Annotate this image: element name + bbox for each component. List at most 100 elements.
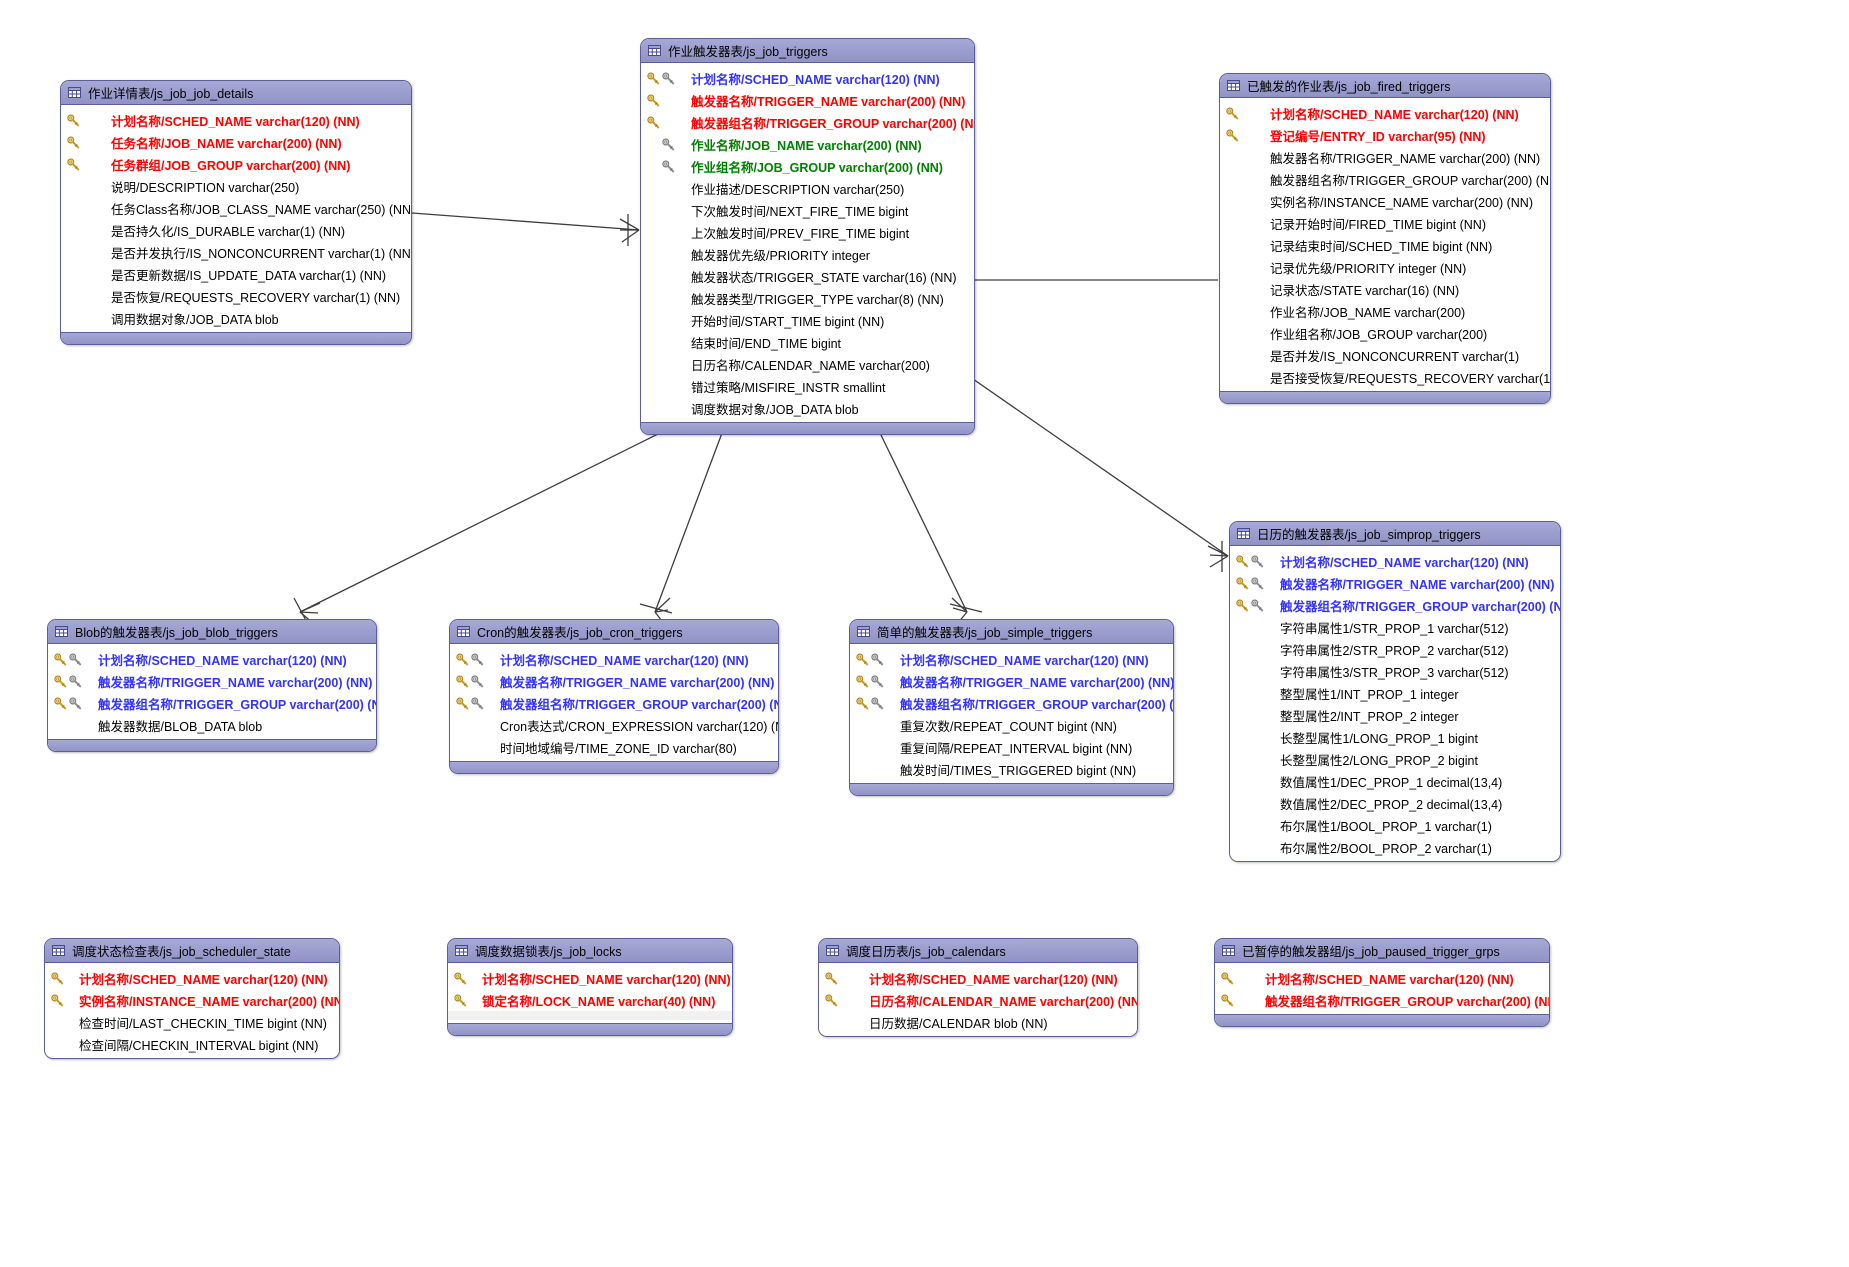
attribute-row[interactable]: 记录结束时间/SCHED_TIME bigint (NN) bbox=[1220, 234, 1550, 256]
attribute-row[interactable]: 计划名称/SCHED_NAME varchar(120) (NN) bbox=[448, 967, 732, 989]
attribute-row[interactable]: 下次触发时间/NEXT_FIRE_TIME bigint bbox=[641, 199, 974, 221]
attribute-row[interactable]: 触发器组名称/TRIGGER_GROUP varchar(200) (NN) bbox=[48, 692, 376, 714]
attribute-row[interactable]: 错过策略/MISFIRE_INSTR smallint bbox=[641, 375, 974, 397]
entity-header-blob_triggers[interactable]: Blob的触发器表/js_job_blob_triggers bbox=[48, 620, 376, 644]
attribute-row[interactable]: 长整型属性1/LONG_PROP_1 bigint bbox=[1230, 726, 1560, 748]
attribute-row[interactable]: 是否并发执行/IS_NONCONCURRENT varchar(1) (NN) bbox=[61, 241, 411, 263]
attribute-row[interactable]: 计划名称/SCHED_NAME varchar(120) (NN) bbox=[850, 648, 1173, 670]
attribute-row[interactable]: 是否接受恢复/REQUESTS_RECOVERY varchar(1) bbox=[1220, 366, 1550, 388]
attribute-row[interactable]: 任务Class名称/JOB_CLASS_NAME varchar(250) (N… bbox=[61, 197, 411, 219]
attribute-row[interactable]: 调用数据对象/JOB_DATA blob bbox=[61, 307, 411, 329]
attribute-row[interactable]: 计划名称/SCHED_NAME varchar(120) (NN) bbox=[450, 648, 778, 670]
entity-header-cron_triggers[interactable]: Cron的触发器表/js_job_cron_triggers bbox=[450, 620, 778, 644]
attribute-row[interactable]: 检查间隔/CHECKIN_INTERVAL bigint (NN) bbox=[45, 1033, 339, 1055]
entity-job_details[interactable]: 作业详情表/js_job_job_details 计划名称/SCHED_NAME … bbox=[60, 80, 412, 345]
attribute-row[interactable]: 长整型属性2/LONG_PROP_2 bigint bbox=[1230, 748, 1560, 770]
attribute-row[interactable]: 字符串属性3/STR_PROP_3 varchar(512) bbox=[1230, 660, 1560, 682]
attribute-row[interactable]: 记录优先级/PRIORITY integer (NN) bbox=[1220, 256, 1550, 278]
attribute-row[interactable]: 计划名称/SCHED_NAME varchar(120) (NN) bbox=[48, 648, 376, 670]
attribute-row[interactable]: 时间地域编号/TIME_ZONE_ID varchar(80) bbox=[450, 736, 778, 758]
attribute-row[interactable]: 数值属性1/DEC_PROP_1 decimal(13,4) bbox=[1230, 770, 1560, 792]
attribute-row[interactable]: 重复间隔/REPEAT_INTERVAL bigint (NN) bbox=[850, 736, 1173, 758]
entity-header-scheduler_state[interactable]: 调度状态检查表/js_job_scheduler_state bbox=[45, 939, 339, 963]
attribute-row[interactable]: 触发器组名称/TRIGGER_GROUP varchar(200) (NN) bbox=[641, 111, 974, 133]
attribute-row[interactable]: 触发器组名称/TRIGGER_GROUP varchar(200) (NN) bbox=[450, 692, 778, 714]
entity-cron_triggers[interactable]: Cron的触发器表/js_job_cron_triggers 计划名称/SCHED… bbox=[449, 619, 779, 774]
entity-calendars[interactable]: 调度日历表/js_job_calendars 计划名称/SCHED_NAME va… bbox=[818, 938, 1138, 1037]
attribute-row[interactable]: 说明/DESCRIPTION varchar(250) bbox=[61, 175, 411, 197]
entity-header-fired_triggers[interactable]: 已触发的作业表/js_job_fired_triggers bbox=[1220, 74, 1550, 98]
entity-header-job_details[interactable]: 作业详情表/js_job_job_details bbox=[61, 81, 411, 105]
entity-simprop_triggers[interactable]: 日历的触发器表/js_job_simprop_triggers 计划名称/SCHE… bbox=[1229, 521, 1561, 862]
attribute-row[interactable]: 作业名称/JOB_NAME varchar(200) (NN) bbox=[641, 133, 974, 155]
attribute-row[interactable]: 登记编号/ENTRY_ID varchar(95) (NN) bbox=[1220, 124, 1550, 146]
attribute-row[interactable]: 上次触发时间/PREV_FIRE_TIME bigint bbox=[641, 221, 974, 243]
attribute-row[interactable]: 触发器名称/TRIGGER_NAME varchar(200) (NN) bbox=[1220, 146, 1550, 168]
attribute-row[interactable]: 实例名称/INSTANCE_NAME varchar(200) (NN) bbox=[45, 989, 339, 1011]
attribute-row[interactable]: 字符串属性1/STR_PROP_1 varchar(512) bbox=[1230, 616, 1560, 638]
attribute-row[interactable]: 实例名称/INSTANCE_NAME varchar(200) (NN) bbox=[1220, 190, 1550, 212]
attribute-row[interactable]: 结束时间/END_TIME bigint bbox=[641, 331, 974, 353]
attribute-row[interactable]: 调度数据对象/JOB_DATA blob bbox=[641, 397, 974, 419]
attribute-row[interactable]: 触发器名称/TRIGGER_NAME varchar(200) (NN) bbox=[1230, 572, 1560, 594]
attribute-row[interactable]: 作业组名称/JOB_GROUP varchar(200) (NN) bbox=[641, 155, 974, 177]
entity-header-locks[interactable]: 调度数据锁表/js_job_locks bbox=[448, 939, 732, 963]
attribute-row[interactable]: 任务群组/JOB_GROUP varchar(200) (NN) bbox=[61, 153, 411, 175]
attribute-row[interactable]: 计划名称/SCHED_NAME varchar(120) (NN) bbox=[61, 109, 411, 131]
attribute-row[interactable]: 日历名称/CALENDAR_NAME varchar(200) (NN) bbox=[819, 989, 1137, 1011]
attribute-row[interactable]: 日历名称/CALENDAR_NAME varchar(200) bbox=[641, 353, 974, 375]
attribute-row[interactable]: 触发器数据/BLOB_DATA blob bbox=[48, 714, 376, 736]
attribute-row[interactable]: 是否恢复/REQUESTS_RECOVERY varchar(1) (NN) bbox=[61, 285, 411, 307]
attribute-row[interactable]: 计划名称/SCHED_NAME varchar(120) (NN) bbox=[1230, 550, 1560, 572]
attribute-row[interactable]: 任务名称/JOB_NAME varchar(200) (NN) bbox=[61, 131, 411, 153]
attribute-row[interactable]: 整型属性2/INT_PROP_2 integer bbox=[1230, 704, 1560, 726]
attribute-row[interactable]: 计划名称/SCHED_NAME varchar(120) (NN) bbox=[1220, 102, 1550, 124]
entity-blob_triggers[interactable]: Blob的触发器表/js_job_blob_triggers 计划名称/SCHED… bbox=[47, 619, 377, 752]
entity-scheduler_state[interactable]: 调度状态检查表/js_job_scheduler_state 计划名称/SCHED… bbox=[44, 938, 340, 1059]
attribute-row[interactable]: 计划名称/SCHED_NAME varchar(120) (NN) bbox=[641, 67, 974, 89]
attribute-row[interactable]: 布尔属性1/BOOL_PROP_1 varchar(1) bbox=[1230, 814, 1560, 836]
attribute-row[interactable]: Cron表达式/CRON_EXPRESSION varchar(120) (NN… bbox=[450, 714, 778, 736]
entity-header-simple_triggers[interactable]: 简单的触发器表/js_job_simple_triggers bbox=[850, 620, 1173, 644]
attribute-row[interactable]: 字符串属性2/STR_PROP_2 varchar(512) bbox=[1230, 638, 1560, 660]
attribute-row[interactable]: 触发器优先级/PRIORITY integer bbox=[641, 243, 974, 265]
attribute-row[interactable]: 触发器状态/TRIGGER_STATE varchar(16) (NN) bbox=[641, 265, 974, 287]
attribute-row[interactable]: 是否并发/IS_NONCONCURRENT varchar(1) bbox=[1220, 344, 1550, 366]
attribute-row[interactable]: 记录状态/STATE varchar(16) (NN) bbox=[1220, 278, 1550, 300]
entity-simple_triggers[interactable]: 简单的触发器表/js_job_simple_triggers 计划名称/SCHED… bbox=[849, 619, 1174, 796]
entity-fired_triggers[interactable]: 已触发的作业表/js_job_fired_triggers 计划名称/SCHED_… bbox=[1219, 73, 1551, 404]
attribute-row[interactable]: 重复次数/REPEAT_COUNT bigint (NN) bbox=[850, 714, 1173, 736]
attribute-row[interactable]: 触发器组名称/TRIGGER_GROUP varchar(200) (NN) bbox=[850, 692, 1173, 714]
attribute-row[interactable]: 数值属性2/DEC_PROP_2 decimal(13,4) bbox=[1230, 792, 1560, 814]
entity-paused_trigger_grps[interactable]: 已暂停的触发器组/js_job_paused_trigger_grps 计划名称/… bbox=[1214, 938, 1550, 1027]
attribute-row[interactable]: 触发器组名称/TRIGGER_GROUP varchar(200) (NN) bbox=[1215, 989, 1549, 1011]
attribute-row[interactable]: 检查时间/LAST_CHECKIN_TIME bigint (NN) bbox=[45, 1011, 339, 1033]
attribute-row[interactable]: 计划名称/SCHED_NAME varchar(120) (NN) bbox=[1215, 967, 1549, 989]
attribute-row[interactable]: 整型属性1/INT_PROP_1 integer bbox=[1230, 682, 1560, 704]
attribute-row[interactable]: 开始时间/START_TIME bigint (NN) bbox=[641, 309, 974, 331]
attribute-row[interactable]: 布尔属性2/BOOL_PROP_2 varchar(1) bbox=[1230, 836, 1560, 858]
attribute-row[interactable]: 作业名称/JOB_NAME varchar(200) bbox=[1220, 300, 1550, 322]
attribute-row[interactable]: 锁定名称/LOCK_NAME varchar(40) (NN) bbox=[448, 989, 732, 1011]
attribute-row[interactable]: 触发器类型/TRIGGER_TYPE varchar(8) (NN) bbox=[641, 287, 974, 309]
entity-header-paused_trigger_grps[interactable]: 已暂停的触发器组/js_job_paused_trigger_grps bbox=[1215, 939, 1549, 963]
attribute-row[interactable]: 计划名称/SCHED_NAME varchar(120) (NN) bbox=[819, 967, 1137, 989]
attribute-row[interactable]: 作业描述/DESCRIPTION varchar(250) bbox=[641, 177, 974, 199]
entity-header-calendars[interactable]: 调度日历表/js_job_calendars bbox=[819, 939, 1137, 963]
attribute-row[interactable]: 触发器组名称/TRIGGER_GROUP varchar(200) (NN) bbox=[1230, 594, 1560, 616]
entity-triggers[interactable]: 作业触发器表/js_job_triggers 计划名称/SCHED_NAME va… bbox=[640, 38, 975, 435]
entity-header-triggers[interactable]: 作业触发器表/js_job_triggers bbox=[641, 39, 974, 63]
attribute-row[interactable]: 触发器名称/TRIGGER_NAME varchar(200) (NN) bbox=[641, 89, 974, 111]
attribute-row[interactable]: 触发器组名称/TRIGGER_GROUP varchar(200) (NN) bbox=[1220, 168, 1550, 190]
attribute-row[interactable]: 计划名称/SCHED_NAME varchar(120) (NN) bbox=[45, 967, 339, 989]
attribute-row[interactable]: 触发时间/TIMES_TRIGGERED bigint (NN) bbox=[850, 758, 1173, 780]
entity-header-simprop_triggers[interactable]: 日历的触发器表/js_job_simprop_triggers bbox=[1230, 522, 1560, 546]
attribute-row[interactable]: 是否更新数据/IS_UPDATE_DATA varchar(1) (NN) bbox=[61, 263, 411, 285]
attribute-row[interactable]: 作业组名称/JOB_GROUP varchar(200) bbox=[1220, 322, 1550, 344]
attribute-row[interactable]: 日历数据/CALENDAR blob (NN) bbox=[819, 1011, 1137, 1033]
attribute-row[interactable]: 是否持久化/IS_DURABLE varchar(1) (NN) bbox=[61, 219, 411, 241]
attribute-row[interactable]: 触发器名称/TRIGGER_NAME varchar(200) (NN) bbox=[850, 670, 1173, 692]
attribute-row[interactable]: 触发器名称/TRIGGER_NAME varchar(200) (NN) bbox=[450, 670, 778, 692]
attribute-row[interactable]: 触发器名称/TRIGGER_NAME varchar(200) (NN) bbox=[48, 670, 376, 692]
entity-locks[interactable]: 调度数据锁表/js_job_locks 计划名称/SCHED_NAME varch… bbox=[447, 938, 733, 1036]
